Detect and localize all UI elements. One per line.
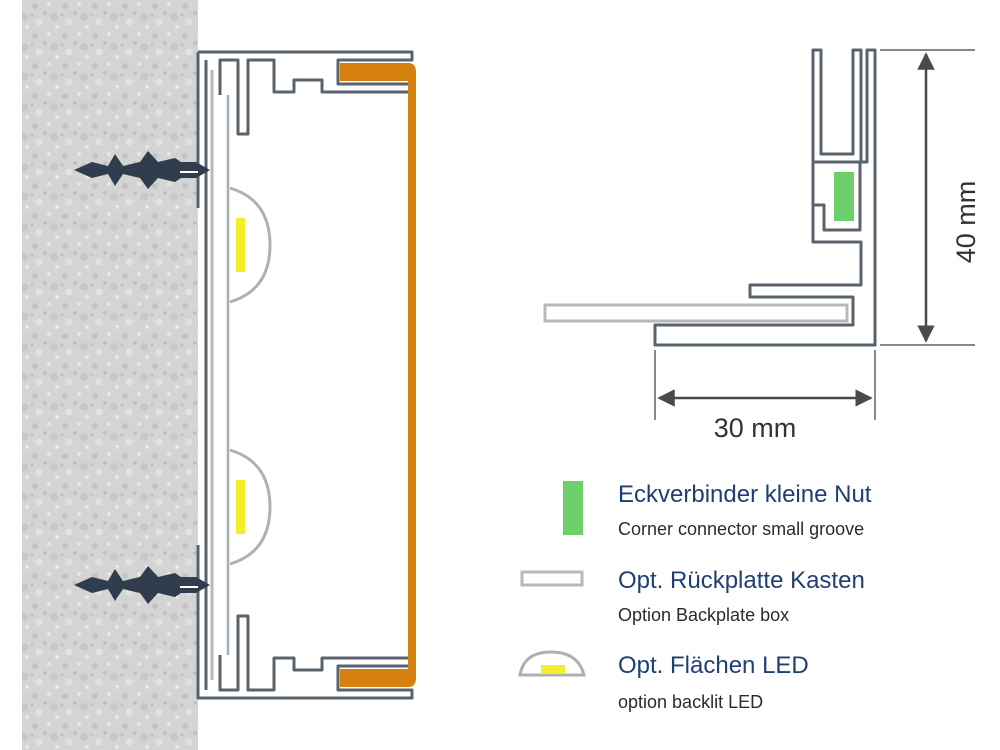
backlit-led-icon: [518, 650, 586, 677]
legend-item-backlit-led: Opt. Flächen LED option backlit LED: [518, 650, 809, 712]
backplate-icon: [520, 570, 584, 587]
led-upper: [229, 186, 272, 304]
width-label: 30 mm: [714, 413, 797, 443]
optional-backplate: [543, 303, 849, 323]
legend-title: Eckverbinder kleine Nut: [618, 481, 872, 508]
legend-title: Opt. Rückplatte Kasten: [618, 567, 865, 594]
led-lower: [229, 448, 272, 566]
dimension-height: 40 mm: [880, 49, 981, 346]
corner-connector-icon: [563, 481, 583, 535]
height-label: 40 mm: [951, 181, 981, 264]
profile-detail: [653, 48, 877, 347]
legend-subtitle: Corner connector small groove: [618, 519, 864, 539]
legend-item-backplate: Opt. Rückplatte Kasten Option Backplate …: [520, 567, 865, 625]
legend: Eckverbinder kleine Nut Corner connector…: [518, 481, 872, 712]
corner-connector: [834, 172, 854, 221]
dimension-width: 30 mm: [654, 350, 876, 443]
legend-item-corner-connector: Eckverbinder kleine Nut Corner connector…: [563, 481, 872, 539]
front-panel-inner-white: [342, 65, 406, 78]
legend-title: Opt. Flächen LED: [618, 652, 809, 679]
front-panel: [340, 63, 416, 687]
wall-dowel-upper: [74, 151, 210, 189]
wall: [22, 0, 198, 750]
legend-subtitle: Option Backplate box: [618, 605, 789, 625]
wall-dowel-lower: [74, 566, 210, 604]
legend-subtitle: option backlit LED: [618, 692, 763, 712]
profile-cross-section: [196, 50, 414, 700]
